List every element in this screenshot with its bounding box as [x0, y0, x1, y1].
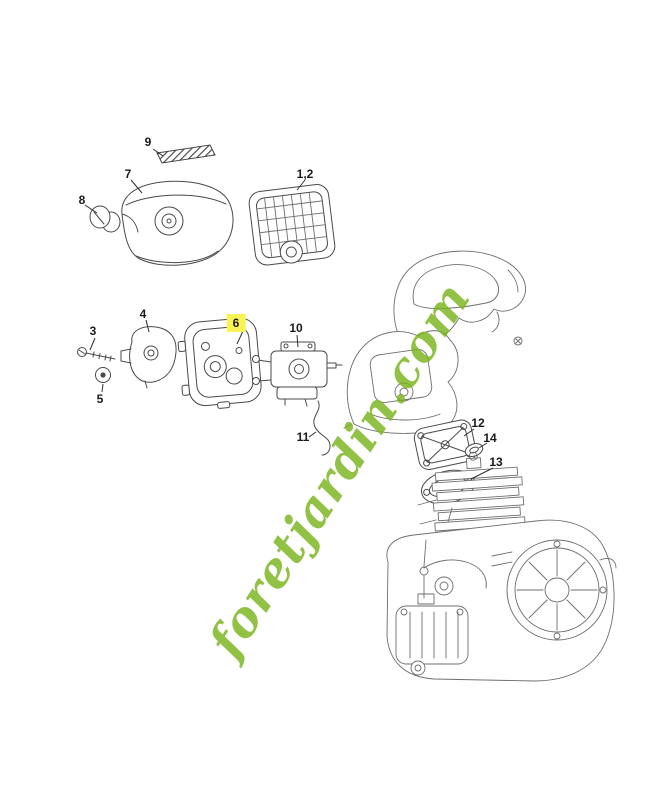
callout-12: 12: [471, 416, 485, 430]
filter-base-4-drawing: [120, 326, 177, 389]
callout-13: 13: [489, 455, 503, 469]
leader-lines: [84, 148, 494, 480]
callout-6: 6: [226, 314, 246, 332]
callout-11: 11: [296, 430, 310, 444]
washer-5-drawing: [95, 367, 111, 383]
wire-link-11-drawing: [313, 400, 331, 456]
callout-8: 8: [78, 193, 86, 207]
filter-housing-6-drawing: [177, 317, 262, 409]
engine-block-drawing: [386, 451, 617, 682]
callout-10: 10: [289, 321, 303, 335]
callout-3: 3: [89, 324, 97, 338]
screw-3-drawing: [77, 347, 116, 362]
callout-5: 5: [96, 392, 104, 406]
air-filter-element-1-2-drawing: [248, 184, 336, 266]
carburetor-10-drawing: [252, 341, 343, 407]
air-filter-cover-7-drawing: [121, 180, 234, 266]
grille-strip-9-drawing: [156, 144, 216, 164]
cover-plate-12-drawing: [413, 419, 477, 470]
spacer-14-drawing: [464, 443, 484, 457]
callout-7: 7: [124, 167, 132, 181]
twist-knob-8-drawing: [89, 205, 121, 233]
callout-14: 14: [483, 431, 497, 445]
callout-9: 9: [144, 135, 152, 149]
handle-housing-drawing: [343, 250, 526, 434]
callout-1-2: 1,2: [296, 167, 314, 181]
callout-4: 4: [139, 307, 147, 321]
